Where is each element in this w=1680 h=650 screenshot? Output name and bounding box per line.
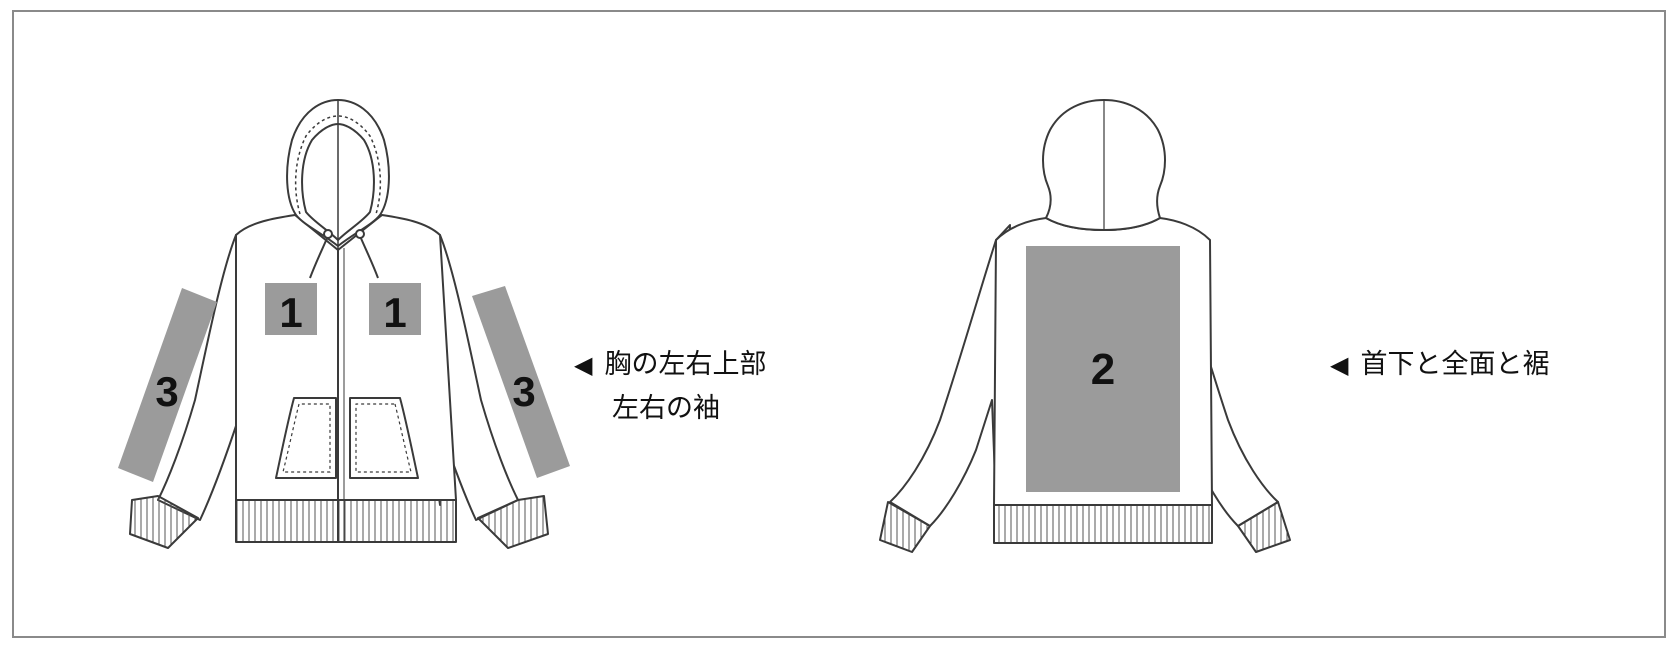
back-left-cuff xyxy=(879,501,931,553)
front-caption-line2: 左右の袖 xyxy=(612,393,720,424)
front-drawstring-left xyxy=(309,235,329,279)
left-triangle-icon: ◀ xyxy=(574,351,593,379)
zone-right-chest-label: 1 xyxy=(383,289,406,336)
zone-back-body-label: 2 xyxy=(1091,345,1115,394)
diagram-frame xyxy=(12,10,1666,638)
back-caption-line1: 首下と全面と裾 xyxy=(1360,349,1550,380)
front-pocket xyxy=(275,397,419,479)
zone-back-body xyxy=(1026,246,1180,492)
front-caption-line1: 胸の左右上部 xyxy=(604,349,767,380)
zone-left-sleeve-label: 3 xyxy=(155,368,178,415)
front-body xyxy=(235,214,457,501)
front-zones: 1 1 3 3 xyxy=(118,283,570,482)
front-hem-rib xyxy=(235,499,457,543)
zone-left-sleeve xyxy=(118,288,217,482)
back-zones: 2 xyxy=(1026,246,1180,492)
left-triangle-icon: ◀ xyxy=(1330,351,1349,379)
back-caption: ◀ 首下と全面と裾 xyxy=(1330,348,1549,382)
zone-right-sleeve xyxy=(472,286,570,478)
zone-left-chest-label: 1 xyxy=(279,289,302,336)
front-caption: ◀ 胸の左右上部 左右の袖 xyxy=(574,348,766,426)
zone-left-chest xyxy=(265,283,317,335)
zone-right-sleeve-label: 3 xyxy=(512,368,535,415)
front-right-cuff xyxy=(477,495,549,549)
back-hem-rib xyxy=(993,504,1213,544)
back-left-sleeve xyxy=(889,224,1011,527)
front-drawstring-right xyxy=(359,235,379,279)
zone-right-chest xyxy=(369,283,421,335)
back-right-cuff xyxy=(1237,501,1291,553)
front-left-cuff xyxy=(129,495,199,549)
